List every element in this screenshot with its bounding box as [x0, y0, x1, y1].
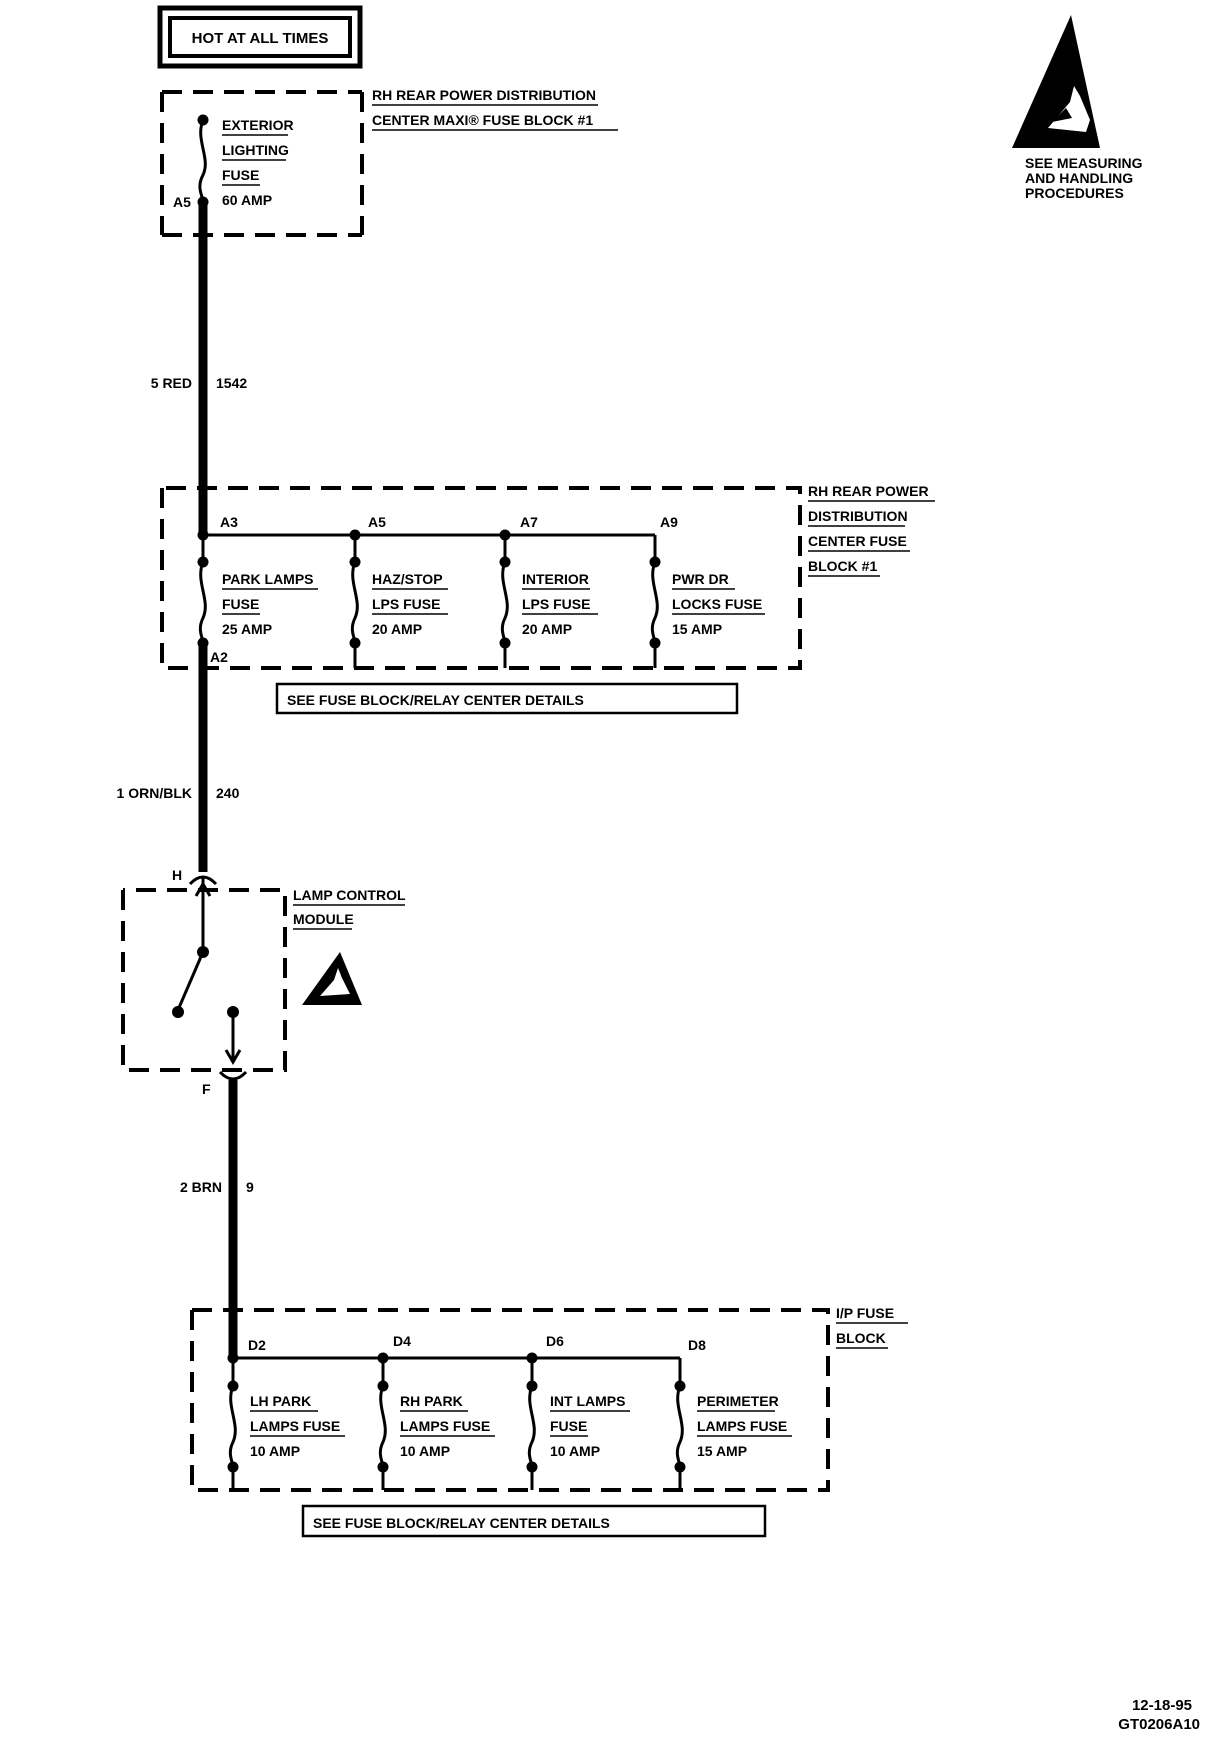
ip-fuse-3-name-2: FUSE: [550, 1418, 587, 1434]
footer-date: 12-18-95: [1132, 1697, 1192, 1714]
rear-fuse-4-amp: 15 AMP: [672, 621, 722, 637]
ip-fuse-4-name-1: PERIMETER: [697, 1393, 779, 1409]
exterior-lighting-fuse-icon: [198, 119, 207, 203]
wire-3-color: 2 BRN: [180, 1179, 222, 1195]
lamp-control-module: LAMP CONTROL MODULE H F: [121, 867, 406, 1097]
pwr-dr-locks-fuse-icon: [650, 561, 659, 668]
ip-block-title-2: BLOCK: [836, 1330, 886, 1346]
maxi-block-title-2: CENTER MAXI® FUSE BLOCK #1: [372, 112, 593, 128]
rear-fuse-2-name-2: LPS FUSE: [372, 596, 440, 612]
rear-fuse-3-name-1: INTERIOR: [522, 571, 589, 587]
maxi-block-title-1: RH REAR POWER DISTRIBUTION: [372, 87, 596, 103]
esd-note-3: PROCEDURES: [1025, 185, 1124, 201]
rear-fuse-block: RH REAR POWER DISTRIBUTION CENTER FUSE B…: [160, 483, 935, 715]
ip-fuse-1-amp: 10 AMP: [250, 1443, 300, 1459]
ip-fuse-2-amp: 10 AMP: [400, 1443, 450, 1459]
esd-warning-icon: SEE MEASURING AND HANDLING PROCEDURES: [1012, 15, 1143, 201]
maxi-fuse-amp: 60 AMP: [222, 192, 272, 208]
footer-code: GT0206A10: [1118, 1716, 1200, 1733]
ip-fuse-1-name-2: LAMPS FUSE: [250, 1418, 340, 1434]
wire-1-circuit: 1542: [216, 375, 247, 391]
ip-fuse-2-name-1: RH PARK: [400, 1393, 463, 1409]
rear-terminal-a7: A7: [520, 514, 538, 530]
ip-terminal-d6: D6: [546, 1333, 564, 1349]
ip-fuse-3-amp: 10 AMP: [550, 1443, 600, 1459]
ip-terminal-d4: D4: [393, 1333, 411, 1349]
rear-fuse-4-name-1: PWR DR: [672, 571, 729, 587]
rear-fuse-3-amp: 20 AMP: [522, 621, 572, 637]
ip-fuse-2-name-2: LAMPS FUSE: [400, 1418, 490, 1434]
maxi-fuse-block: RH REAR POWER DISTRIBUTION CENTER MAXI® …: [160, 87, 618, 237]
rear-fuse-4-name-2: LOCKS FUSE: [672, 596, 762, 612]
module-title-1: LAMP CONTROL: [293, 887, 406, 903]
rear-fuse-3-name-2: LPS FUSE: [522, 596, 590, 612]
rear-details-box: SEE FUSE BLOCK/RELAY CENTER DETAILS: [287, 692, 584, 708]
module-terminal-h: H: [172, 867, 182, 883]
connector-f-icon: [218, 1070, 248, 1081]
rear-fuse-1-name-1: PARK LAMPS: [222, 571, 314, 587]
ip-details-box: SEE FUSE BLOCK/RELAY CENTER DETAILS: [313, 1515, 610, 1531]
maxi-fuse-line-3: FUSE: [222, 167, 259, 183]
hot-label: HOT AT ALL TIMES: [192, 30, 329, 47]
ip-fuse-block: I/P FUSE BLOCK D2 D4 D6 D8 LH PARK LAMPS…: [190, 1305, 908, 1538]
rear-fuse-1-name-2: FUSE: [222, 596, 259, 612]
ip-block-title-1: I/P FUSE: [836, 1305, 894, 1321]
perimeter-lamps-fuse-icon: [675, 1385, 684, 1490]
wire-1-color: 5 RED: [151, 375, 192, 391]
wire-2-circuit: 240: [216, 785, 240, 801]
ip-fuse-4-name-2: LAMPS FUSE: [697, 1418, 787, 1434]
rear-block-title-2: DISTRIBUTION: [808, 508, 908, 524]
ip-terminal-d2: D2: [248, 1337, 266, 1353]
rear-block-title-3: CENTER FUSE: [808, 533, 907, 549]
hot-at-all-times-box: HOT AT ALL TIMES: [157, 5, 363, 69]
ip-terminal-d8: D8: [688, 1337, 706, 1353]
module-title-2: MODULE: [293, 911, 354, 927]
module-terminal-f: F: [202, 1081, 211, 1097]
maxi-fuse-line-2: LIGHTING: [222, 142, 289, 158]
ip-fuse-4-amp: 15 AMP: [697, 1443, 747, 1459]
rear-block-title-4: BLOCK #1: [808, 558, 877, 574]
park-lamps-fuse-icon: [198, 535, 207, 644]
rear-fuse-2-amp: 20 AMP: [372, 621, 422, 637]
rear-block-title-1: RH REAR POWER: [808, 483, 929, 499]
wire-3-circuit: 9: [246, 1179, 254, 1195]
rear-fuse-1-amp: 25 AMP: [222, 621, 272, 637]
esd-note-2: AND HANDLING: [1025, 170, 1133, 186]
wire-2-color: 1 ORN/BLK: [117, 785, 192, 801]
rear-terminal-a9: A9: [660, 514, 678, 530]
rear-terminal-a2: A2: [210, 649, 228, 665]
module-esd-icon: [302, 952, 362, 1005]
maxi-fuse-line-1: EXTERIOR: [222, 117, 294, 133]
switch-contact-icon: [176, 951, 205, 1011]
esd-note-1: SEE MEASURING: [1025, 155, 1143, 171]
rear-terminal-a3: A3: [220, 514, 238, 530]
rear-terminal-a5: A5: [368, 514, 386, 530]
maxi-terminal-a5: A5: [173, 194, 191, 210]
ip-fuse-1-name-1: LH PARK: [250, 1393, 311, 1409]
ip-fuse-3-name-1: INT LAMPS: [550, 1393, 625, 1409]
rear-fuse-2-name-1: HAZ/STOP: [372, 571, 443, 587]
